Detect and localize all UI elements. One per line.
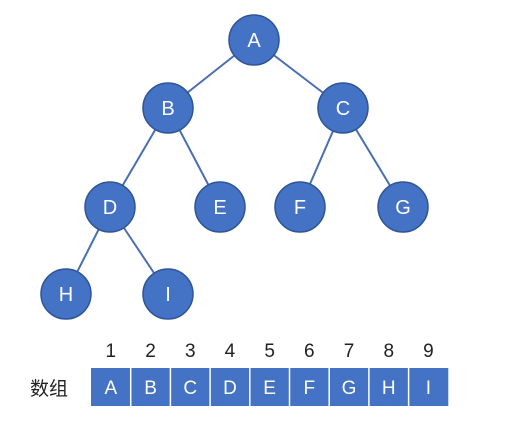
- tree-node-circle: [274, 181, 326, 233]
- array-cell-label: H: [382, 378, 396, 399]
- tree-node-circle: [142, 268, 194, 320]
- tree-node-i: I: [142, 268, 194, 320]
- array-index-4: 4: [225, 341, 236, 362]
- tree-nodes: A B C D E F G H I: [40, 14, 429, 320]
- array-cell-label: E: [263, 378, 276, 399]
- array-cell-e: E: [249, 368, 276, 406]
- tree-node-circle: [40, 268, 92, 320]
- array-index-7: 7: [344, 341, 355, 362]
- array-index-6: 6: [304, 341, 315, 362]
- tree-node-circle: [142, 82, 194, 134]
- array-index-9: 9: [423, 341, 434, 362]
- array-cell-f: F: [288, 368, 316, 406]
- tree-node-label: D: [103, 197, 117, 219]
- tree-node-circle: [194, 181, 246, 233]
- array-cell-a: A: [105, 378, 118, 399]
- array-cell-label: I: [426, 378, 431, 399]
- array-indices: 1 2 3 4 5 6 7 8 9: [106, 341, 434, 362]
- array-cell-c: C: [169, 368, 197, 406]
- tree-node-label: A: [247, 30, 261, 52]
- tree-node-d: D: [84, 181, 136, 233]
- tree-node-e: E: [194, 181, 246, 233]
- tree-node-a: A: [228, 14, 280, 66]
- array-index-2: 2: [145, 341, 156, 362]
- array-index-8: 8: [383, 341, 394, 362]
- tree-node-circle: [228, 14, 280, 66]
- tree-node-f: F: [274, 181, 326, 233]
- tree-node-label: I: [165, 284, 171, 306]
- array-cells: A B C D E F G H I: [91, 368, 449, 406]
- tree-node-h: H: [40, 268, 92, 320]
- array-cell-g: G: [328, 368, 357, 406]
- tree-node-circle: [317, 82, 369, 134]
- tree-node-label: B: [161, 98, 174, 120]
- tree-node-c: C: [317, 82, 369, 134]
- array-cell-i: I: [407, 368, 431, 406]
- tree-node-label: F: [294, 197, 306, 219]
- array-background: [91, 368, 449, 406]
- tree-node-label: C: [336, 98, 350, 120]
- array-cell-b: B: [129, 368, 157, 406]
- array-cell-label: G: [342, 378, 357, 399]
- tree-node-label: G: [395, 197, 411, 219]
- array-cell-label: A: [105, 378, 118, 399]
- array-cell-label: B: [144, 378, 157, 399]
- array-index-3: 3: [185, 341, 196, 362]
- array-cell-label: D: [223, 378, 237, 399]
- array-representation: 数组 1 2 3 4 5 6 7 8 9 A B C D E F G H I: [30, 341, 449, 406]
- array-cell-d: D: [209, 368, 237, 406]
- array-index-1: 1: [106, 341, 117, 362]
- array-title: 数组: [30, 378, 68, 400]
- array-index-5: 5: [264, 341, 275, 362]
- tree-node-g: G: [377, 181, 429, 233]
- array-cell-label: C: [183, 378, 197, 399]
- tree-node-circle: [377, 181, 429, 233]
- tree-node-label: E: [213, 197, 226, 219]
- tree-node-circle: [84, 181, 136, 233]
- array-cell-label: F: [304, 378, 316, 399]
- tree-node-label: H: [59, 284, 73, 306]
- tree-node-b: B: [142, 82, 194, 134]
- array-cell-h: H: [368, 368, 396, 406]
- tree-edges: [65, 39, 404, 295]
